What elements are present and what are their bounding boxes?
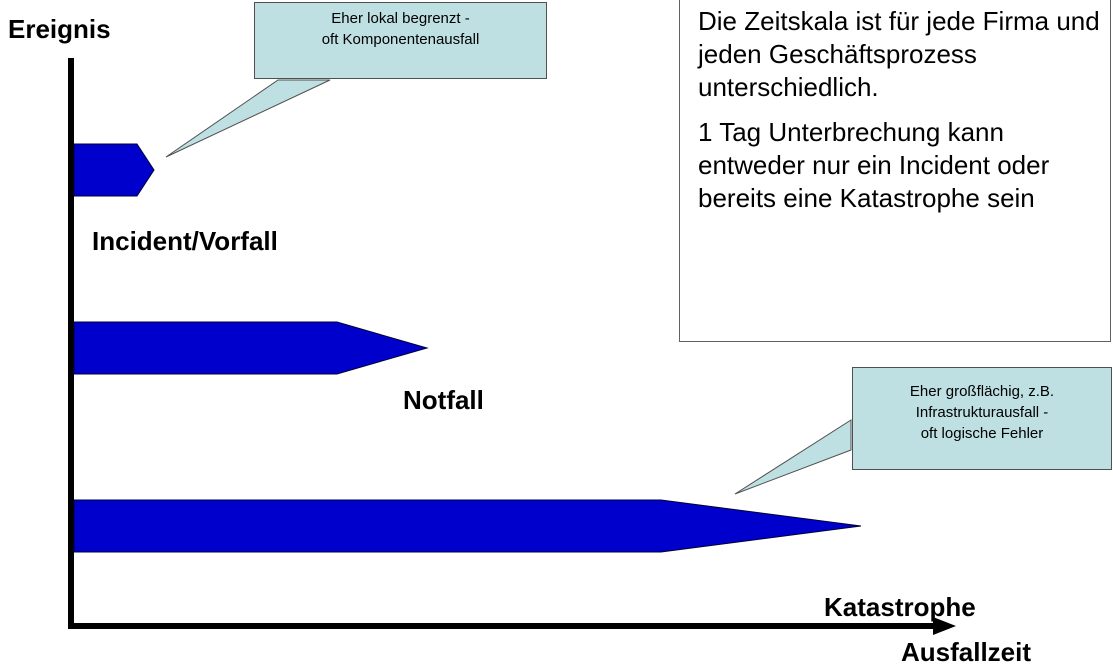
incident-label: Incident/Vorfall (92, 226, 278, 256)
info-paragraph-timescale: Die Zeitskala ist für jede Firma und jed… (698, 6, 1100, 102)
callout-pointer-wide (734, 419, 852, 495)
callout-local: Eher lokal begrenzt - oft Komponentenaus… (254, 2, 547, 79)
callout-local-line: Eher lokal begrenzt - (331, 10, 470, 27)
callout-wide-line: Eher großflächig, z.B. (909, 383, 1055, 400)
katastrophe-label: Katastrophe (824, 592, 976, 622)
x-axis-arrowhead (933, 617, 956, 635)
info-box: Die Zeitskala ist für jede Firma und jed… (679, 0, 1111, 342)
callout-wide-line: Infrastrukturausfall - (915, 404, 1049, 421)
callout-pointer-local (165, 79, 331, 158)
x-axis-label: Ausfallzeit (901, 637, 1032, 667)
callout-local-line: oft Komponentenausfall (321, 31, 480, 48)
katastrophe-bar (73, 499, 862, 553)
info-paragraph-interruption: 1 Tag Unterbrechung kann entweder nur ei… (698, 117, 1050, 213)
notfall-bar (73, 321, 429, 375)
notfall-label: Notfall (403, 385, 484, 415)
incident-bar (73, 143, 155, 197)
y-axis-label: Ereignis (8, 14, 111, 44)
callout-wide: Eher großflächig, z.B. Infrastrukturausf… (852, 367, 1112, 470)
callout-wide-line: oft logische Fehler (920, 425, 1044, 442)
